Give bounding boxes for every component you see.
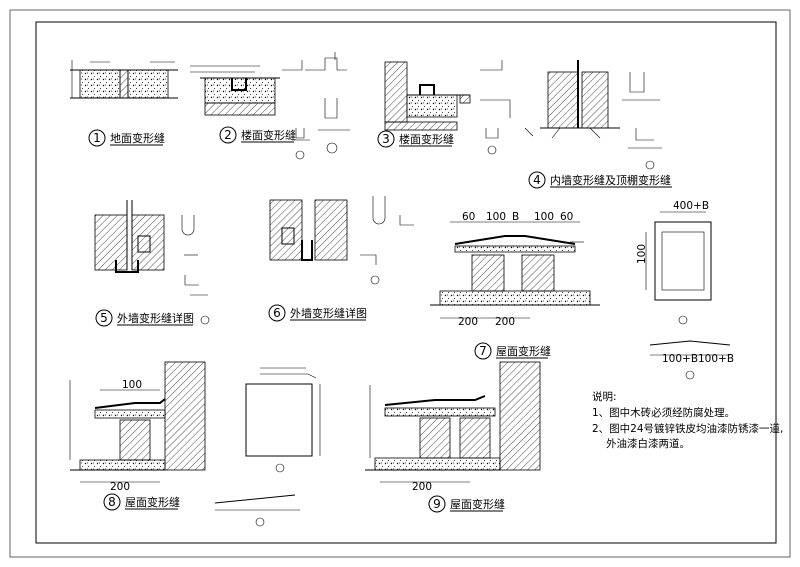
detail-5-drawing <box>94 200 210 325</box>
panel-detail-middle <box>214 367 321 527</box>
d7-dim-5: 60 <box>560 211 573 223</box>
notes-item-1: 1、图中木砖必须经防腐处理。 <box>592 406 735 419</box>
detail-1-title: 地面变形缝 <box>110 131 165 145</box>
detail-8-drawing: 100 200 <box>69 361 206 493</box>
d9-dim-bottom: 200 <box>412 481 432 493</box>
d7-dim-b2: 200 <box>495 316 515 328</box>
detail-4-caption: 4 内墙变形缝及顶棚变形缝 <box>528 171 672 189</box>
inner-border <box>35 21 777 544</box>
notes-heading: 说明: <box>592 390 617 403</box>
detail-2-drawing <box>190 52 350 160</box>
detail-4-title: 内墙变形缝及顶棚变形缝 <box>550 173 671 187</box>
detail-8-title: 屋面变形缝 <box>125 495 180 509</box>
detail-6-drawing <box>269 196 414 285</box>
notes-block: 说明: 1、图中木砖必须经防腐处理。 2、图中24号镀锌铁皮均油漆防锈漆一道, … <box>592 390 783 450</box>
d7-dim-1: 60 <box>462 211 475 223</box>
panel-side-dim: 100 <box>636 244 648 264</box>
d8-dim-bottom: 200 <box>110 481 130 493</box>
d7-dim-4: 100 <box>534 211 554 223</box>
outer-border <box>9 9 791 558</box>
notes-item-2: 2、图中24号镀锌铁皮均油漆防锈漆一道, <box>592 422 783 435</box>
detail-4-number: 4 <box>533 173 541 187</box>
detail-6-caption: 6 外墙变形缝详图 <box>268 304 367 322</box>
detail-5-caption: 5 外墙变形缝详图 <box>95 309 194 327</box>
detail-3-title: 楼面变形缝 <box>399 132 454 146</box>
detail-6-number: 6 <box>273 306 281 320</box>
detail-7-number: 7 <box>479 344 487 358</box>
detail-9-number: 9 <box>433 497 441 511</box>
detail-9-title: 屋面变形缝 <box>450 497 505 511</box>
detail-2-title: 楼面变形缝 <box>241 128 296 142</box>
detail-7-drawing: 60 100 B 100 60 200 200 <box>430 211 600 328</box>
detail-4-drawing <box>524 60 662 170</box>
detail-8-number: 8 <box>108 495 116 509</box>
detail-3-drawing <box>384 60 511 155</box>
panel-top-dim: 400+B <box>673 200 709 212</box>
strip-a-dim-2: 100+B <box>698 353 734 365</box>
detail-1-caption: 1 地面变形缝 <box>88 129 165 147</box>
d7-dim-b1: 200 <box>458 316 478 328</box>
detail-5-title: 外墙变形缝详图 <box>117 311 194 325</box>
detail-3-number: 3 <box>382 132 390 146</box>
detail-2-number: 2 <box>224 128 232 142</box>
detail-1-number: 1 <box>93 131 101 145</box>
detail-9-drawing: 200 <box>365 361 541 493</box>
detail-6-title: 外墙变形缝详图 <box>290 306 367 320</box>
d7-dim-2: 100 <box>486 211 506 223</box>
detail-8-caption: 8 屋面变形缝 <box>103 493 180 511</box>
notes-item-3: 外油漆白漆两道。 <box>606 437 690 450</box>
panel-detail-right: 400+B 100 <box>636 200 712 325</box>
detail-3-caption: 3 楼面变形缝 <box>377 130 454 148</box>
detail-7-caption: 7 屋面变形缝 <box>474 342 551 360</box>
d8-dim-top: 100 <box>122 379 142 391</box>
detail-9-caption: 9 屋面变形缝 <box>428 495 505 513</box>
strip-a-dim: 100+B <box>662 353 698 365</box>
strip-detail-right: 100+B 100+B <box>649 340 734 380</box>
detail-1-drawing <box>70 60 178 99</box>
detail-2-caption: 2 楼面变形缝 <box>219 126 296 144</box>
detail-5-number: 5 <box>100 311 108 325</box>
d7-dim-3: B <box>512 211 519 223</box>
detail-7-title: 屋面变形缝 <box>496 344 551 358</box>
